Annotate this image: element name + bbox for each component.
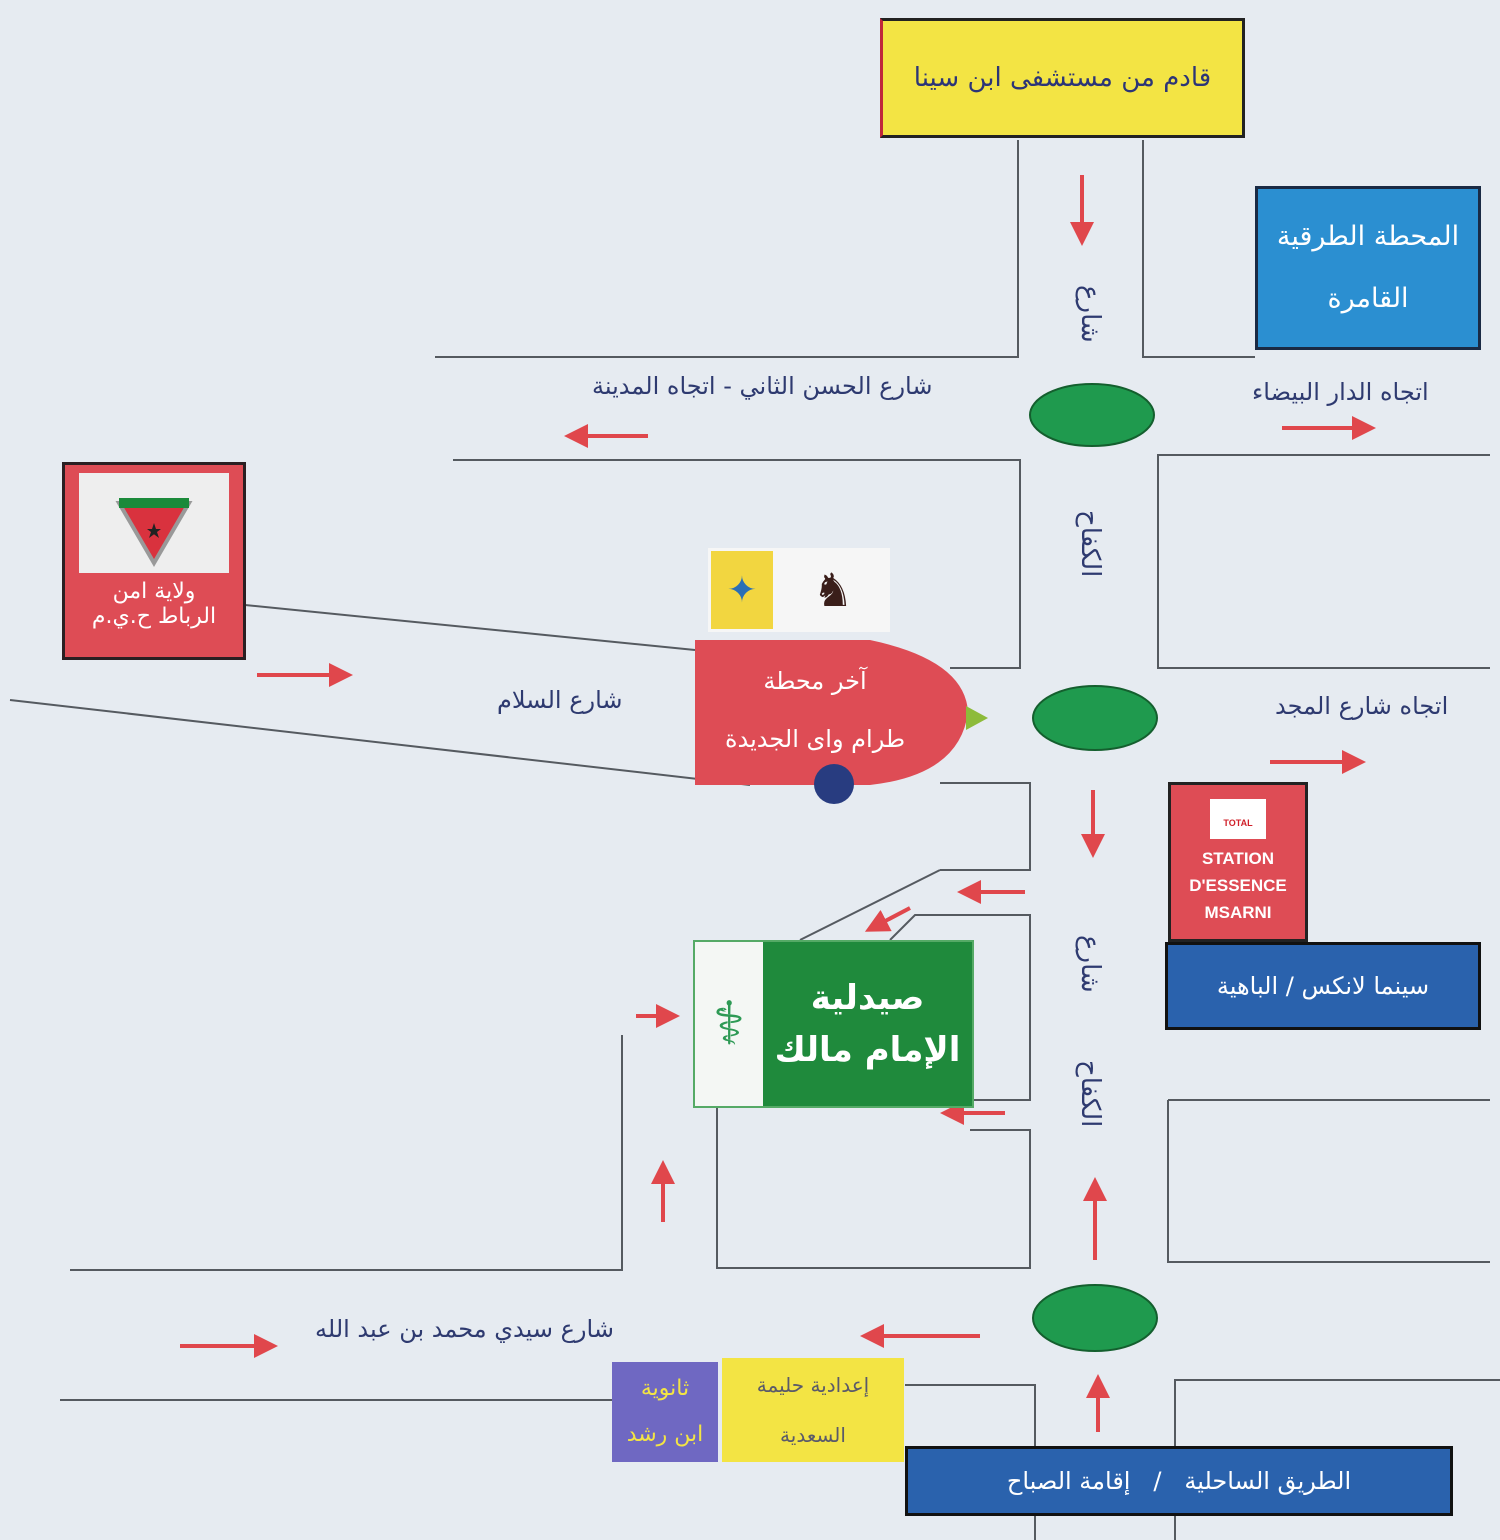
tram-station-label: آخر محطة طرام واى الجديدة	[724, 667, 906, 753]
label-kifah-street-top: شارع	[1075, 285, 1105, 343]
roundabouts	[1029, 383, 1158, 1352]
cinema-box: سينما لانكس / الباهية	[1165, 942, 1481, 1030]
police-emblem-icon	[79, 473, 229, 573]
bus-station-box: المحطة الطرقية القامرة	[1255, 186, 1481, 350]
label-kifah-name-top: الكفاح	[1075, 510, 1105, 578]
horse-logo-icon: ♞	[812, 563, 854, 617]
roundabout-hassan2	[1029, 383, 1155, 447]
label-salam: شارع السلام	[497, 686, 623, 714]
tramway-logo-icon: ✦	[711, 551, 773, 629]
roundabout-sidi-mohamed	[1032, 1284, 1158, 1352]
label-casablanca: اتجاه الدار البيضاء	[1252, 378, 1429, 406]
police-box: ولاية امن الرباط ح.ي.م	[62, 462, 246, 660]
road-edges	[9, 140, 1500, 1540]
tram-stop-dot	[814, 764, 854, 804]
pharmacy-box: ⚕ صيدلية الإمام مالك	[693, 940, 974, 1108]
label-hassan2: شارع الحسن الثاني - اتجاه المدينة	[592, 372, 933, 400]
label-majd: اتجاه شارع المجد	[1275, 692, 1449, 720]
label-kifah-name-bottom: الكفاح	[1075, 1060, 1105, 1128]
lycee-box: ثانوية ابن رشد	[612, 1362, 718, 1462]
coastal-road-box: الطريق الساحلية / إقامة الصباح	[905, 1446, 1453, 1516]
label-sidi-mohamed: شارع سيدي محمد بن عبد الله	[315, 1315, 614, 1343]
label-kifah-street-bottom: شارع	[1075, 935, 1105, 993]
origin-hospital-box: قادم من مستشفى ابن سينا	[880, 18, 1245, 138]
roundabout-salam	[1032, 685, 1158, 751]
pharmacy-caduceus-icon: ⚕	[695, 942, 763, 1106]
traffic-arrows	[180, 175, 1376, 1432]
tram-logos: ✦ ♞	[708, 548, 890, 632]
total-station-box: TOTAL STATION D'ESSENCE MSARNI	[1168, 782, 1308, 942]
college-box: إعدادية حليمة السعدية	[722, 1358, 904, 1462]
total-logo-icon: TOTAL	[1210, 798, 1266, 839]
tram-station-shape	[695, 640, 968, 785]
